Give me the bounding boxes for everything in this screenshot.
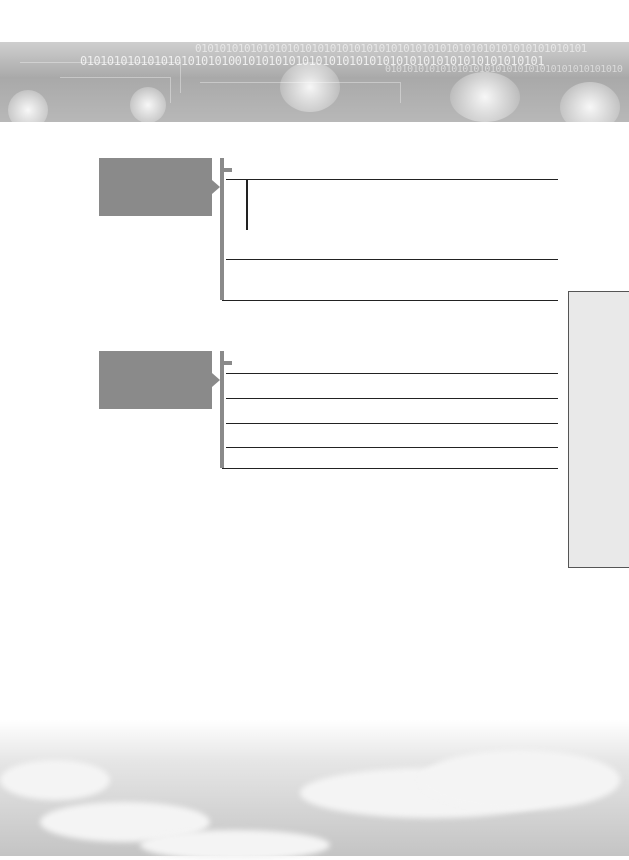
circuit-trace — [20, 62, 181, 93]
section-1-tick — [224, 168, 232, 172]
cloud-footer — [0, 720, 629, 860]
light-glow — [560, 82, 620, 122]
section-2-rule — [226, 447, 558, 448]
section-2-rule — [226, 373, 558, 374]
section-1-rule — [222, 300, 558, 301]
cloud-shape — [420, 750, 620, 810]
section-2-rule — [222, 468, 558, 469]
binary-text: 0101010101010101010101010101010101010101… — [195, 42, 587, 55]
section-1-arrow — [212, 180, 220, 194]
section-2-rule — [226, 398, 558, 399]
light-glow — [130, 87, 166, 122]
section-2-bracket — [220, 351, 224, 468]
section-1-rule — [226, 179, 558, 180]
section-1-heading-box — [99, 158, 212, 216]
section-2-tick — [224, 361, 232, 365]
section-2-heading-box — [99, 351, 212, 409]
section-1-bracket — [220, 158, 224, 300]
section-2-arrow — [212, 373, 220, 387]
section-1-sub-bracket — [246, 179, 248, 230]
chapter-side-tab — [568, 291, 629, 568]
section-1-rule — [226, 259, 558, 260]
cloud-shape — [140, 830, 330, 860]
section-2-rule — [226, 423, 558, 424]
header-banner: 0101010101010101010101010101010101010101… — [0, 42, 629, 122]
light-glow — [450, 72, 520, 122]
cloud-shape — [0, 760, 110, 800]
binary-text: 0101010101010101010101010101010101010101… — [385, 64, 623, 75]
light-glow — [280, 62, 340, 112]
light-glow — [8, 90, 48, 122]
binary-text: 0101010101010101010101001010101010101010… — [80, 54, 545, 68]
circuit-trace — [60, 77, 171, 103]
